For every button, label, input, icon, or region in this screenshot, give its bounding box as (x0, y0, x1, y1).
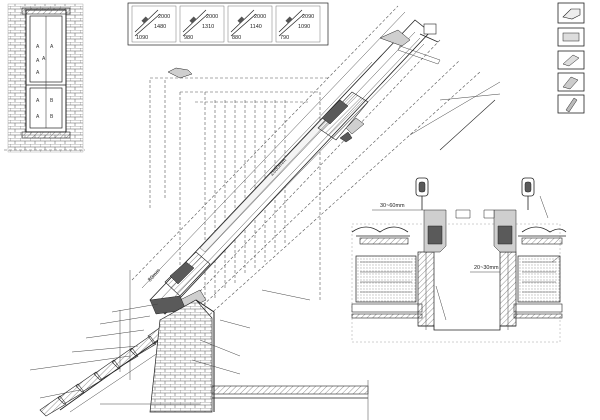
pane-label: B (50, 98, 54, 104)
lower-sill-detail (149, 251, 211, 315)
pane-label: A (36, 44, 40, 50)
top-bracket (167, 67, 193, 79)
frame-box (131, 5, 177, 43)
install-step-frame: 2000 1140 880 (227, 5, 273, 43)
top-gap-dim: 30~60mm (380, 203, 405, 209)
install-step-dim: 980 (184, 35, 193, 41)
install-step-dim: 2000 (158, 14, 170, 20)
install-step-dim: 880 (232, 35, 241, 41)
install-step-dim: 1140 (250, 24, 262, 30)
window-frame-diagonal (131, 5, 481, 319)
leader-lines (29, 289, 311, 399)
pane-label: B (50, 114, 54, 120)
frame-window-block (141, 16, 149, 24)
vertical-window-icon[interactable] (557, 94, 585, 114)
install-step-frame: 2000 1310 980 (179, 5, 225, 43)
frame-window-block (285, 16, 293, 24)
frame-box (179, 5, 225, 43)
frame-box (227, 5, 273, 43)
install-step-frame: 2090 1090 790 (275, 5, 321, 43)
pane-label: A (36, 98, 40, 104)
flat-panel-icon[interactable] (557, 27, 585, 47)
frame-box (275, 5, 321, 43)
install-step-dim: 1090 (298, 24, 310, 30)
install-step-dim: 1480 (154, 24, 166, 30)
hidden-lines (149, 77, 330, 310)
base-dim: 80mm (147, 268, 162, 284)
side-gap-dim: 20~30mm (474, 265, 499, 271)
install-step-dim: 2000 (206, 14, 218, 20)
view-icon-column (557, 2, 585, 114)
install-step-dim: 790 (280, 35, 289, 41)
box-icon[interactable] (557, 2, 585, 24)
top-flashing (379, 23, 501, 151)
roof-window-section: 2550mm 80mm (29, 5, 501, 420)
pane-label: A (42, 56, 46, 62)
cross-section-detail: 30~60mm 20~30mm (351, 177, 567, 343)
installation-steps-strip: 2000 1480 1090 2000 1310 980 2000 1140 880 2090 10… (127, 2, 329, 46)
install-step-dim: 2090 (302, 14, 314, 20)
pane-label: A (50, 44, 54, 50)
floor-slab (211, 380, 369, 420)
angled-window-icon[interactable] (557, 72, 585, 92)
frame-window-block (189, 16, 197, 24)
pane-label: A (36, 70, 40, 76)
install-step-dim: 1310 (202, 24, 214, 30)
pane-label: A (36, 114, 40, 120)
frame-window-block (237, 16, 245, 24)
support-wall (100, 299, 215, 413)
pane-label: A (36, 58, 40, 64)
install-step-dim: 2000 (254, 14, 266, 20)
insulation-left (355, 255, 417, 303)
install-step-dim: 1090 (136, 35, 148, 41)
tilted-panel-icon[interactable] (557, 50, 585, 70)
window-elevation: A A A A B A A B A (4, 3, 85, 153)
upper-hinge-detail (317, 91, 369, 143)
insulation-right (517, 255, 561, 303)
install-step-frame: 2000 1480 1090 (131, 5, 177, 43)
